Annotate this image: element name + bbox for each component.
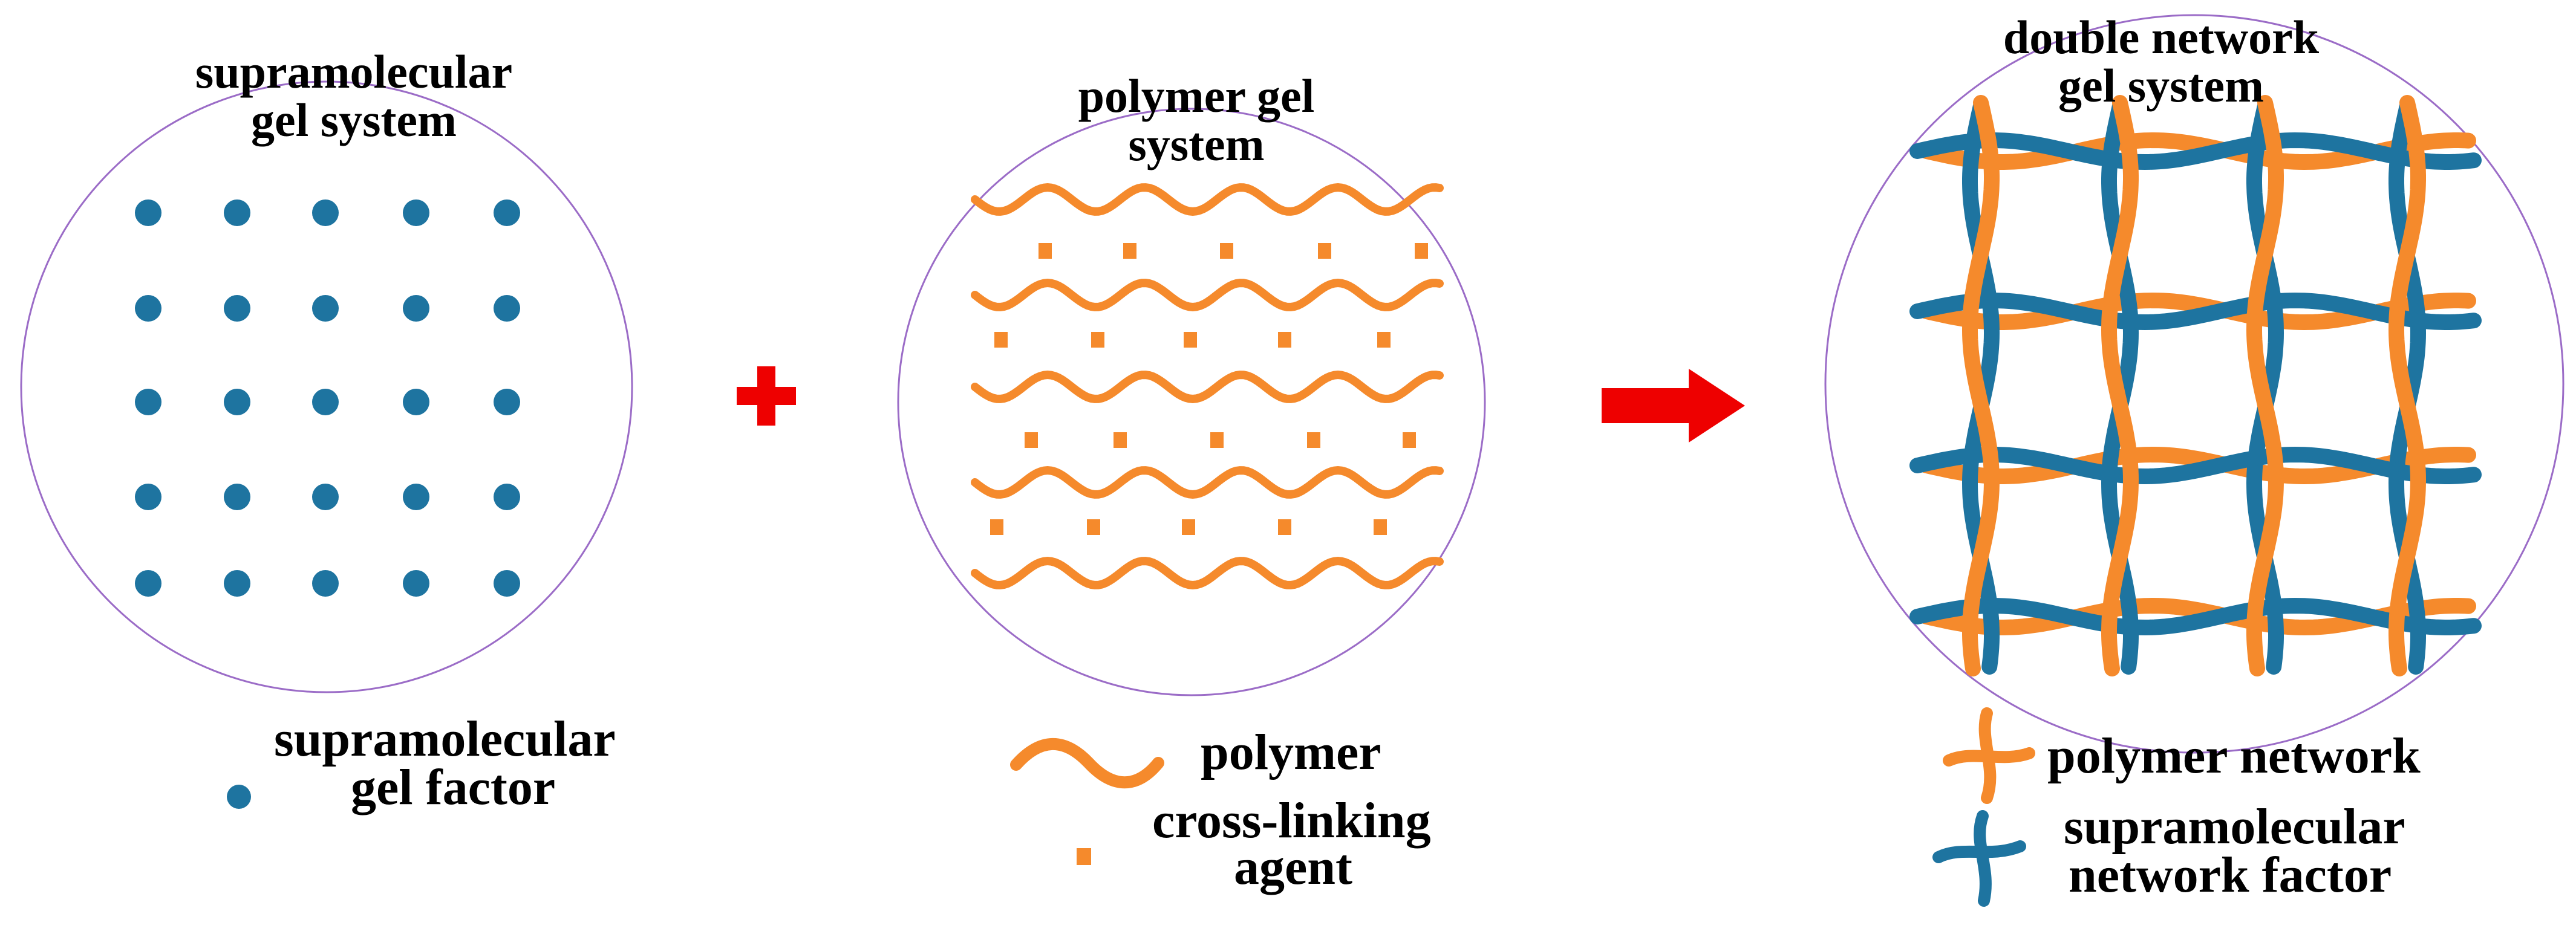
polymer-chain bbox=[971, 278, 1444, 312]
polymer-legend-crosslinker-line2: agent bbox=[1234, 839, 1352, 895]
gelator-dot bbox=[312, 570, 339, 597]
cross-linking-agent bbox=[1278, 332, 1291, 348]
double-network-circle bbox=[1824, 14, 2565, 754]
polymer-legend-crosslinker-line1: cross-linking bbox=[1152, 793, 1431, 849]
cross-linking-agent bbox=[1114, 432, 1127, 448]
gelator-dot bbox=[494, 570, 520, 597]
orange-cross-icon bbox=[1943, 707, 2035, 804]
supramolecular-legend-line2: gel factor bbox=[351, 759, 555, 815]
supramolecular-circle bbox=[20, 80, 633, 693]
supramolecular-network-strand bbox=[1909, 446, 2482, 485]
cross-linking-agent bbox=[1182, 519, 1195, 535]
panel-polymer: polymer gel system polymer cross-linking… bbox=[897, 70, 1486, 895]
supramolecular-network-strand bbox=[1909, 292, 2482, 331]
double-network-mesh bbox=[1909, 95, 2482, 676]
polymer-title-line2: system bbox=[1128, 118, 1264, 170]
cross-linking-agent bbox=[1403, 432, 1416, 448]
blue-cross-icon bbox=[1932, 810, 2026, 907]
gelator-dot bbox=[224, 570, 250, 597]
polymer-network-strand bbox=[1961, 95, 2000, 676]
cross-linking-agent bbox=[1210, 432, 1224, 448]
cross-linking-agent bbox=[994, 332, 1008, 348]
polymer-chain bbox=[971, 465, 1444, 499]
supramolecular-network-strand bbox=[1909, 597, 2482, 636]
gelator-dot bbox=[135, 295, 161, 322]
gelator-dot bbox=[312, 389, 339, 415]
gelator-dot bbox=[312, 295, 339, 322]
right-arrow-icon bbox=[1602, 369, 1745, 443]
double-network-title-line1: double network bbox=[2003, 11, 2320, 63]
polymer-chains bbox=[971, 183, 1444, 590]
cross-linking-agent bbox=[1220, 243, 1233, 259]
supramolecular-title-line2: gel system bbox=[251, 94, 457, 146]
gelator-dot bbox=[403, 484, 429, 510]
orange-wave-icon bbox=[1010, 738, 1164, 789]
cross-linking-agent bbox=[1184, 332, 1197, 348]
gelator-dot bbox=[494, 199, 520, 226]
cross-linking-agent bbox=[1374, 519, 1387, 535]
gelator-dot-grid bbox=[135, 199, 520, 597]
cross-linking-agent bbox=[1318, 243, 1331, 259]
polymer-chain bbox=[971, 183, 1444, 216]
gelator-dot bbox=[403, 570, 429, 597]
panel-double-network: double network gel system polymer networ… bbox=[1824, 11, 2565, 907]
cross-linking-agent bbox=[1025, 432, 1038, 448]
gelator-dot bbox=[224, 295, 250, 322]
supramolecular-network-strand bbox=[1909, 132, 2482, 170]
gelator-dot bbox=[312, 199, 339, 226]
gelator-dot bbox=[224, 199, 250, 226]
cross-linking-agent bbox=[1123, 243, 1136, 259]
gelator-dot bbox=[403, 199, 429, 226]
double-network-legend-supra-line2: network factor bbox=[2069, 847, 2392, 903]
polymer-title-line1: polymer gel bbox=[1078, 70, 1315, 122]
polymer-legend-polymer: polymer bbox=[1201, 724, 1381, 780]
gelator-dot bbox=[224, 389, 250, 415]
orange-square-icon bbox=[1077, 848, 1091, 865]
cross-linking-agent bbox=[1087, 519, 1100, 535]
gelator-dot bbox=[494, 389, 520, 415]
cross-linking-agent bbox=[1278, 519, 1291, 535]
gelator-dot bbox=[224, 484, 250, 510]
supramolecular-title-line1: supramolecular bbox=[195, 45, 512, 98]
polymer-network-strand bbox=[2246, 95, 2284, 676]
double-network-legend-polymer: polymer network bbox=[2047, 728, 2421, 784]
polymer-network-strand bbox=[2101, 95, 2139, 676]
cross-linking-agent bbox=[1415, 243, 1428, 259]
double-network-legend-supra-line1: supramolecular bbox=[2064, 799, 2405, 855]
polymer-chain bbox=[971, 556, 1444, 590]
supramolecular-legend-line1: supramolecular bbox=[274, 711, 616, 767]
polymer-network-strand bbox=[2388, 95, 2427, 676]
cross-linking-agent bbox=[1091, 332, 1104, 348]
cross-linking-agents bbox=[990, 243, 1428, 535]
gelator-dot bbox=[135, 389, 161, 415]
cross-linking-agent bbox=[990, 519, 1003, 535]
double-network-title-line2: gel system bbox=[2058, 59, 2264, 112]
gelator-dot bbox=[494, 484, 520, 510]
gelator-dot bbox=[312, 484, 339, 510]
cross-linking-agent bbox=[1307, 432, 1320, 448]
cross-linking-agent bbox=[1039, 243, 1052, 259]
polymer-chain bbox=[971, 370, 1444, 404]
plus-icon bbox=[737, 366, 796, 426]
gelator-dot bbox=[494, 295, 520, 322]
gelator-dot bbox=[403, 295, 429, 322]
panel-supramolecular: supramolecular gel system supramolecular… bbox=[20, 45, 633, 815]
blue-dot-icon bbox=[227, 785, 251, 809]
gelator-dot bbox=[403, 389, 429, 415]
gelator-dot bbox=[135, 570, 161, 597]
gelator-dot bbox=[135, 199, 161, 226]
polymer-circle bbox=[897, 108, 1486, 696]
cross-linking-agent bbox=[1377, 332, 1391, 348]
gelator-dot bbox=[135, 484, 161, 510]
